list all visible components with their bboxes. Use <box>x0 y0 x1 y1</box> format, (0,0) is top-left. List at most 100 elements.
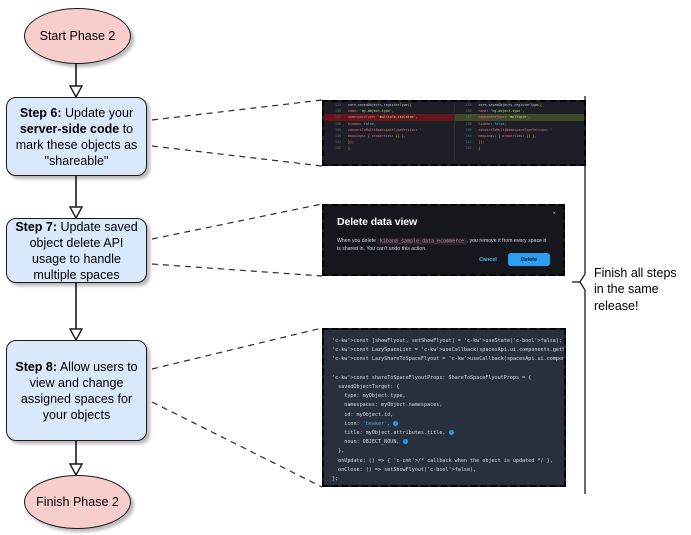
code-line: 'c-kw'>const shareToSpaceFlyoutProps: Sh… <box>332 374 532 381</box>
line-code: convertToMultiNamespaceTypeVersion: ' <box>348 127 422 132</box>
close-icon[interactable]: × <box>552 211 556 217</box>
step-6-text: Update your <box>61 105 134 120</box>
line-code: mappings: { properties: {} }, <box>478 133 537 138</box>
step-6-text-2: to mark these objects as "shareable" <box>15 121 138 168</box>
start-node: Start Phase 2 <box>24 8 131 64</box>
line-number: 136 <box>465 109 472 114</box>
line-number: 135 <box>465 103 472 107</box>
code-line: 142} <box>455 145 585 151</box>
code-line: 'c-kw'>const LazyShareToSpaceFlyout = 'c… <box>332 356 564 363</box>
step-8-prefix: Step 8: <box>15 359 58 374</box>
finish-node: Finish Phase 2 <box>24 475 131 529</box>
diff-pane-after: 135 core.savedObjects.registerType({ 136 na… <box>454 102 585 164</box>
line-number: 138 <box>465 121 472 126</box>
line-number: 139 <box>335 127 341 132</box>
code-line: 'c-kw'>const LazySpaceList = 'c-kw'>useC… <box>332 347 564 354</box>
code-line: }; <box>332 476 339 483</box>
delete-dialog: × Delete data view When you delete kiban… <box>324 206 563 274</box>
flyout-code-listing: 'c-kw'>const [showFlyout, setShowFlyout]… <box>324 330 564 485</box>
code-line <box>332 365 556 374</box>
dialog-footer: Cancel Delete <box>479 253 550 266</box>
line-number: 142 <box>335 146 341 151</box>
line-code: name: 'my-object-type', <box>348 109 394 114</box>
start-node-label: Start Phase 2 <box>39 28 116 43</box>
line-number: 140 <box>335 133 341 138</box>
line-number: 136 <box>335 109 341 114</box>
cancel-button[interactable]: Cancel <box>479 256 497 263</box>
line-code: } <box>478 146 481 151</box>
step-6-bold-phrase: server-side code <box>19 121 120 136</box>
line-code: namespaceType: 'multiple-isolated', <box>348 115 418 120</box>
code-line: 138 hidden: false, <box>324 121 454 127</box>
code-line: 'c-kw'>const [showFlyout, setShowFlyout]… <box>332 338 563 344</box>
code-line: icon: 'beaker', i <box>332 420 556 429</box>
step-7-label: Step 7: Update saved object delete API u… <box>11 219 142 283</box>
code-line: 135 core.savedObjects.registerType({ <box>455 102 585 108</box>
info-icon: i <box>448 430 454 436</box>
step-7-box: Step 7: Update saved object delete API u… <box>6 218 147 283</box>
line-number: 141 <box>465 140 472 145</box>
step-8-text: Allow users to view and change assigned … <box>20 359 138 422</box>
line-number: 142 <box>465 146 472 151</box>
line-number: 138 <box>335 121 341 126</box>
registerType-diff-screenshot: 135 core.savedObjects.registerType({ 136 na… <box>322 100 586 166</box>
code-line: 138 hidden: false, <box>455 121 585 127</box>
line-code: }); <box>348 140 354 145</box>
info-icon: i <box>393 420 399 426</box>
step-6-box: Step 6: Update your server-side code to … <box>6 97 147 176</box>
code-line: 137 namespaceType: 'multiple-isolated', <box>324 114 454 121</box>
share-to-space-flyout-code-screenshot: 'c-kw'>const [showFlyout, setShowFlyout]… <box>322 328 566 487</box>
code-line: 142} <box>324 145 454 151</box>
dialog-body-suffix: , you remove it from every space it is s… <box>337 238 546 252</box>
step-6-prefix: Step 6: <box>19 105 62 120</box>
line-number: 137 <box>465 115 472 120</box>
line-code: mappings: { properties: {} }, <box>348 133 406 138</box>
data-view-name-chip: kibana_sample_data_ecommerce <box>377 237 467 245</box>
line-code: name: 'my-object-type', <box>478 109 525 114</box>
code-line: 136 name: 'my-object-type', <box>455 108 585 114</box>
line-number: 141 <box>335 140 341 145</box>
code-line: namespaces: myObject.namespaces, <box>332 402 443 409</box>
step-6-label: Step 6: Update your server-side code to … <box>11 105 142 169</box>
code-line: title: myObject.attributes.title, i <box>332 429 556 438</box>
code-line: 139 convertToMultiNamespaceTypeVersion: ' <box>455 127 585 133</box>
line-code: }); <box>478 140 485 145</box>
step-7-prefix: Step 7: <box>15 219 58 234</box>
line-code: hidden: false, <box>348 121 376 126</box>
line-number: 137 <box>335 115 341 120</box>
code-line: id: myObject.id, <box>332 411 394 418</box>
code-line: 135 core.savedObjects.registerType({ <box>324 102 454 108</box>
code-line: 139 convertToMultiNamespaceTypeVersion: ' <box>324 127 454 133</box>
diff-pane-before: 135 core.savedObjects.registerType({ 136 na… <box>324 102 455 164</box>
code-line: 140 mappings: { properties: {} }, <box>324 133 454 139</box>
step-7-text: Update saved object delete API usage to … <box>29 219 138 282</box>
line-code: hidden: false, <box>478 121 507 126</box>
dialog-title: Delete data view <box>337 216 418 228</box>
code-line: }, <box>332 448 345 455</box>
line-number: 139 <box>465 127 472 132</box>
code-line: savedObjectTarget: { <box>332 384 400 391</box>
code-line: 141}); <box>324 139 454 145</box>
delete-data-view-dialog-screenshot: × Delete data view When you delete kiban… <box>322 204 565 276</box>
step-8-label: Step 8: Allow users to view and change a… <box>11 359 142 423</box>
code-line: noun: OBJECT_NOUN, i <box>332 438 556 447</box>
line-code: core.savedObjects.registerType({ <box>478 103 543 107</box>
code-line: type: myObject.type, <box>332 393 406 400</box>
dialog-body-prefix: When you delete <box>337 238 378 244</box>
line-code: convertToMultiNamespaceTypeVersion: ' <box>478 127 552 132</box>
code-line: 141}); <box>455 139 585 145</box>
code-line: onClose: () => setShowFlyout('c-bool'>fa… <box>332 466 477 473</box>
dialog-body: When you delete kibana_sample_data_ecomm… <box>337 237 550 253</box>
line-code: core.savedObjects.registerType({ <box>348 103 412 107</box>
step-8-box: Step 8: Allow users to view and change a… <box>6 340 147 441</box>
line-number: 135 <box>335 103 341 107</box>
delete-button[interactable]: Delete <box>507 253 550 266</box>
info-icon: i <box>402 439 408 445</box>
code-line: 140 mappings: { properties: {} }, <box>455 133 585 139</box>
code-line: onUpdate: () => { 'c-cmt'>/* callback wh… <box>332 457 553 464</box>
finish-node-label: Finish Phase 2 <box>36 494 119 509</box>
line-code: } <box>348 146 350 151</box>
line-number: 140 <box>465 133 472 138</box>
